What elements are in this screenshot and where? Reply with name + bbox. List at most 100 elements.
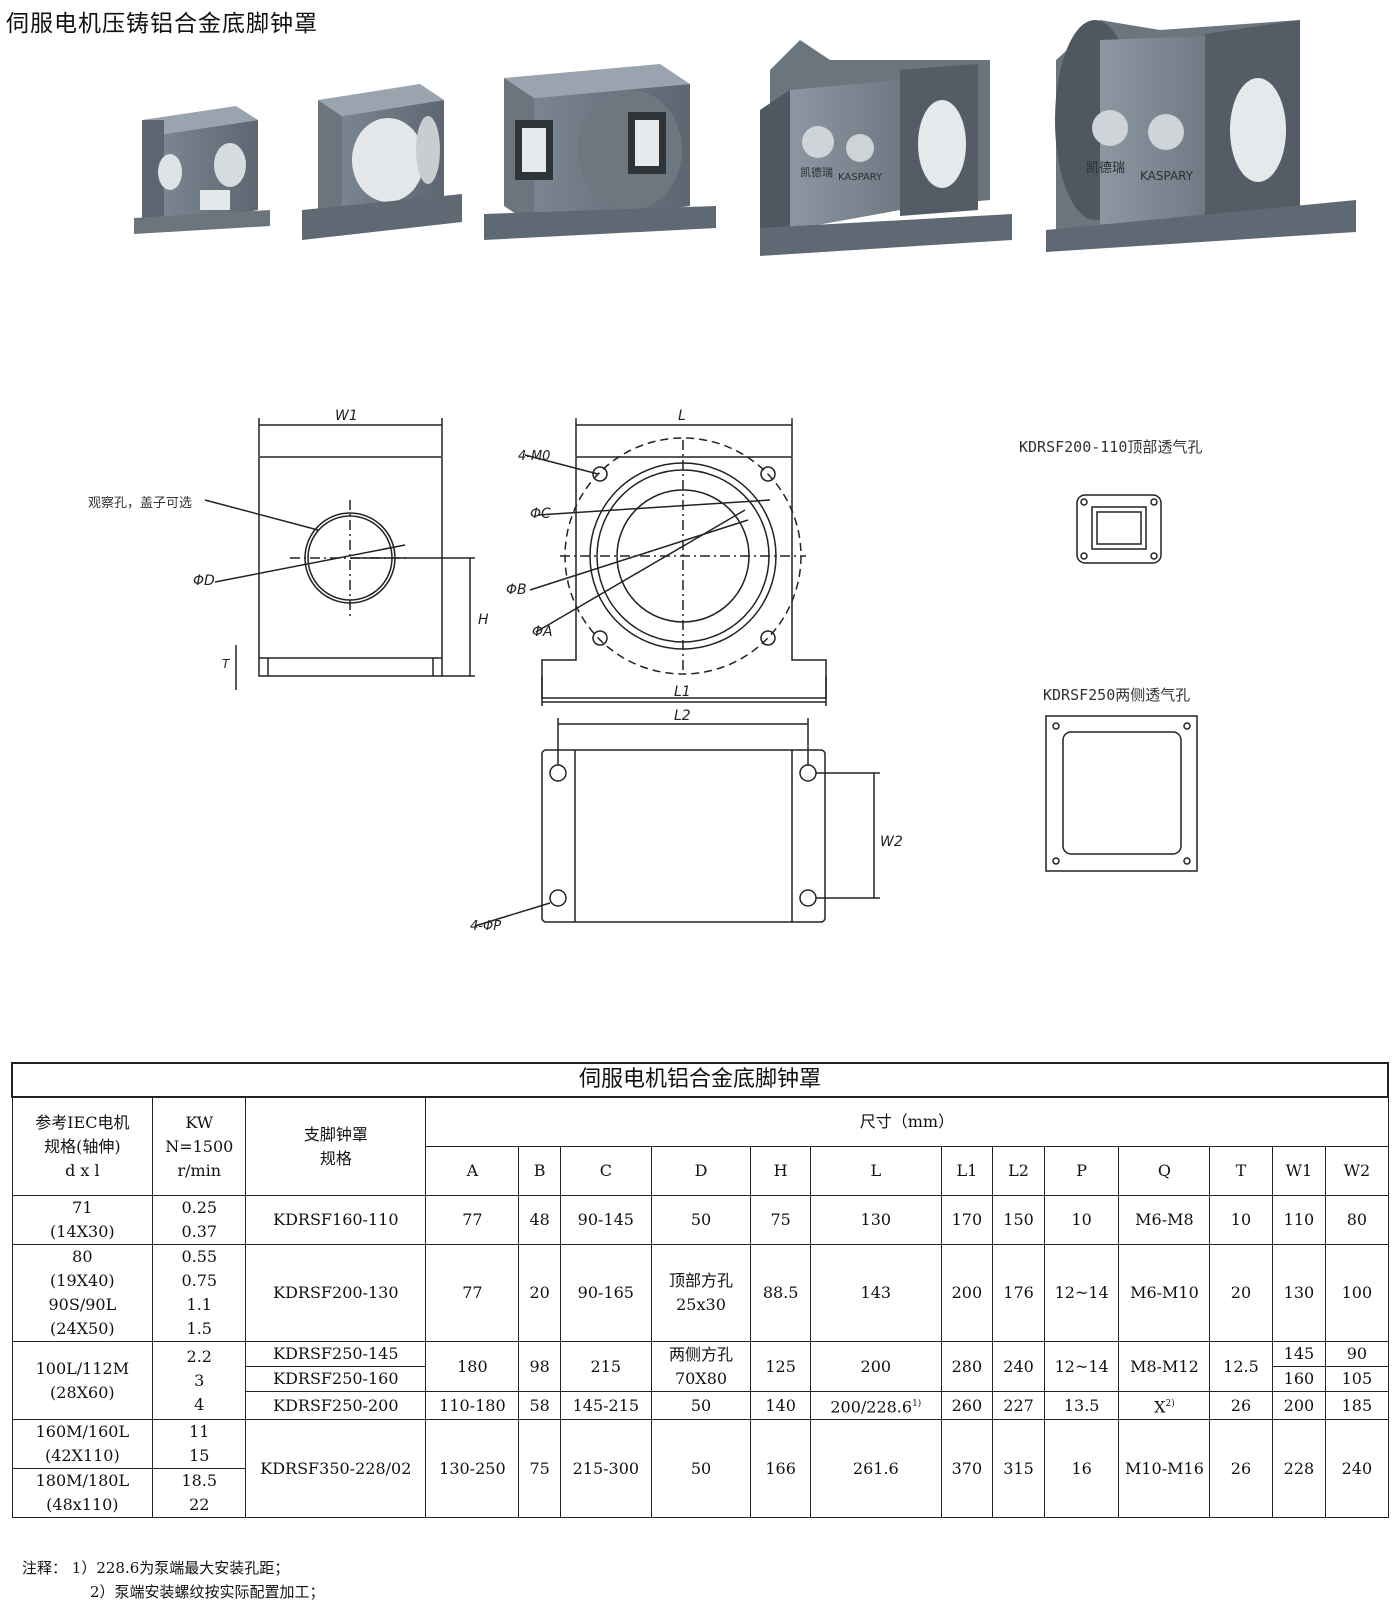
table-cell: 145-215 [559,1390,652,1421]
cell-text: (28X60) [50,1382,115,1402]
cell-text: 22 [189,1495,210,1515]
dim-l: L [678,408,686,424]
table-cell: 160 [1271,1366,1327,1392]
cell-text: 0.37 [181,1222,218,1241]
table-cell: 370 [940,1419,994,1519]
table-cell: 170 [940,1195,994,1245]
cell-text: 18.5 [181,1471,218,1491]
table-cell: 10 [1043,1195,1120,1245]
table-cell: 228 [1271,1419,1327,1519]
brand-cn-label: 凯德瑞 [1086,161,1125,176]
cell-text: (42X110) [44,1446,120,1466]
cell-text: 160M/160L [35,1422,130,1442]
cell-text: 200/228.6 [830,1397,913,1417]
table-cell: 143 [810,1244,942,1342]
cell-text: 4 [194,1394,205,1414]
table-cell: 200 [1271,1390,1327,1421]
model-kdrsf200 [302,84,462,240]
table-cell: X2) [1118,1390,1211,1421]
table-cell: M8-M12 [1118,1341,1211,1392]
cell-text: 3 [194,1370,205,1390]
table-cell: 130 [810,1195,942,1245]
table-cell: 80 [1325,1195,1389,1245]
table-cell: 20 [518,1244,561,1342]
table-cell: 150 [992,1195,1045,1245]
notes-label: 注释： [22,1559,68,1577]
table-cell: KDRSF250-145 [245,1341,427,1367]
cell-text: d x l [65,1160,100,1180]
model-kdrsf350: 凯德瑞 KASPARY [1046,20,1356,252]
table-cell: 50 [650,1195,752,1245]
cell-text: 0.75 [181,1271,218,1290]
cell-text: 规格 [319,1148,352,1168]
table-cell: KDRSF160-110 [245,1195,427,1245]
table-row: 180M/180L(48x110) 18.5 22 [11,1468,1388,1519]
table-cell: 260 [940,1390,994,1421]
table-cell: M10-M16 [1118,1419,1211,1519]
cell-text: 80 [72,1247,93,1266]
table-notes: 注释： 1）228.6为泵端最大安装孔距； 2）泵端安装螺纹按实际配置加工； [22,1556,325,1604]
table-cell: 215-300 [559,1419,652,1519]
cell-text: 1) [912,1399,922,1409]
col-t: T [1209,1146,1273,1196]
vent-top-detail [1076,494,1162,564]
table-cell: 75 [750,1195,812,1245]
table-cell: 227 [992,1390,1045,1421]
table-cell: 98 [518,1341,561,1392]
table-cell: 26 [1209,1390,1273,1421]
cell-text: (14X30) [50,1222,115,1241]
cell-text: 2.2 [186,1346,212,1366]
table-cell: 50 [650,1419,752,1519]
cell-text: 71 [72,1198,93,1217]
table-cell: 200 [810,1341,942,1392]
table-cell: 2.2 3 4 [152,1340,247,1421]
cell-text: 0.55 [181,1247,218,1266]
model-kdrsf250 [484,64,716,240]
page-title: 伺服电机压铸铝合金底脚钟罩 [6,11,318,37]
vent-top-caption: KDRSF200-110顶部透气孔 [1019,438,1203,456]
col-h: H [750,1146,812,1196]
col-l2: L2 [992,1146,1045,1196]
table-cell: 26 [1209,1419,1273,1519]
technical-drawings: W1 ΦD H T L 4-M0 ΦC ΦB ΦA L1 [193,408,1198,934]
table-cell: 215 [559,1341,652,1392]
table-cell: 77 [425,1244,520,1342]
inspection-hole-callout: 观察孔，盖子可选 [88,496,193,511]
table-cell: 200/228.61) [810,1390,942,1421]
cell-text: 100L/112M [35,1358,130,1378]
table-cell: 100L/112M (28X60) [11,1340,154,1421]
dim-w2: W2 [880,834,903,850]
dim-phi-a: ΦA [532,624,553,640]
cell-text: 90S/90L [48,1295,117,1314]
cell-text: N=1500 [165,1136,234,1156]
table-cell: 18.5 22 [152,1468,247,1519]
table-cell: 105 [1325,1366,1389,1392]
col-p: P [1043,1146,1120,1196]
cell-text: X [1154,1397,1166,1417]
cell-text: r/min [177,1160,222,1180]
table-cell: 315 [992,1419,1045,1519]
col-l: L [810,1146,942,1196]
table-cell: 100 [1325,1244,1389,1342]
bottom-view: L2 W2 4-ΦP [470,708,903,934]
cell-text: 支脚钟罩 [303,1124,368,1144]
table-cell: 125 [750,1341,812,1392]
cell-text: 1.1 [186,1295,212,1314]
table-cell: 50 [650,1390,752,1421]
table-cell: 261.6 [810,1419,942,1519]
brand-en-label: KASPARY [1140,169,1194,183]
table-cell: 200 [940,1244,994,1342]
model-kdrsf160 [134,106,270,234]
cell-text: (48x110) [46,1495,119,1515]
dim-w1: W1 [335,408,358,424]
cell-text: (24X50) [50,1319,115,1338]
cell-text: 2) [1165,1399,1175,1409]
table-cell: 180M/180L(48x110) [11,1468,154,1519]
table-cell: 140 [750,1390,812,1421]
